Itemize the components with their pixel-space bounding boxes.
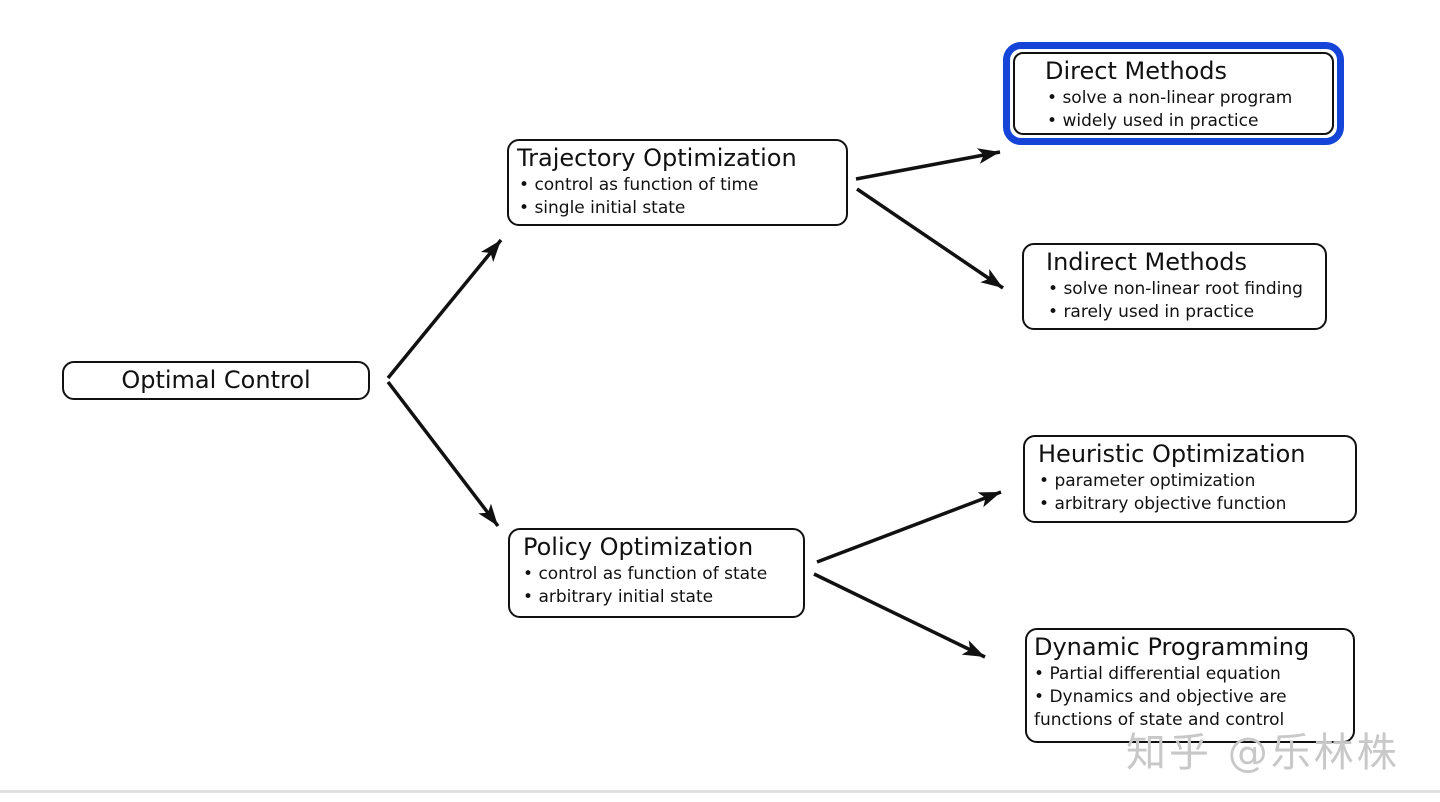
node-bullets: control as function of time single initi… — [509, 174, 846, 222]
node-bullets: parameter optimization arbitrary objecti… — [1025, 470, 1355, 518]
bullet-item: solve non-linear root finding — [1048, 278, 1319, 301]
bullet-item: single initial state — [519, 197, 840, 220]
node-title: Direct Methods — [1045, 57, 1228, 85]
bottom-divider — [0, 790, 1440, 793]
bullet-item: parameter optimization — [1039, 470, 1349, 493]
edge-trajectory-to-indirect — [856, 187, 1004, 290]
node-title: Optimal Control — [121, 366, 311, 394]
node-title: Trajectory Optimization — [517, 144, 797, 172]
node-title: Heuristic Optimization — [1038, 440, 1306, 468]
edge-trajectory-to-direct — [855, 148, 1001, 181]
bullet-item: Dynamics and objective are functions of … — [1034, 686, 1351, 732]
node-dynamic-programming: Dynamic Programming Partial differential… — [1025, 628, 1355, 743]
zhihu-watermark: 知乎 @乐林株 — [1126, 730, 1400, 776]
edge-policy-to-heuristic — [816, 490, 1002, 564]
bullet-item: Partial differential equation — [1034, 663, 1351, 686]
bullet-item: arbitrary initial state — [523, 586, 797, 609]
bullet-item: widely used in practice — [1047, 110, 1326, 133]
node-bullets: solve a non-linear program widely used i… — [1015, 87, 1332, 135]
node-indirect-methods: Indirect Methods solve non-linear root f… — [1022, 243, 1327, 330]
edge-optimal-to-trajectory — [386, 238, 503, 380]
node-bullets: solve non-linear root finding rarely use… — [1024, 278, 1325, 326]
node-policy-optimization: Policy Optimization control as function … — [508, 528, 805, 618]
node-title: Policy Optimization — [523, 533, 754, 561]
edge-optimal-to-policy — [386, 380, 500, 528]
bullet-item: control as function of time — [519, 174, 840, 197]
bullet-item: solve a non-linear program — [1047, 87, 1326, 110]
node-heuristic-optimization: Heuristic Optimization parameter optimiz… — [1023, 435, 1357, 523]
bullet-item: arbitrary objective function — [1039, 493, 1349, 516]
bullet-item: control as function of state — [523, 563, 797, 586]
bullet-item: rarely used in practice — [1048, 301, 1319, 324]
node-title: Dynamic Programming — [1034, 633, 1310, 661]
node-bullets: Partial differential equation Dynamics a… — [1027, 663, 1353, 734]
edge-policy-to-dynamic — [813, 572, 986, 659]
direct-methods-highlight-ring: Direct Methods solve a non-linear progra… — [1003, 42, 1344, 145]
node-trajectory-optimization: Trajectory Optimization control as funct… — [507, 139, 848, 226]
node-optimal-control: Optimal Control — [62, 361, 370, 400]
node-title: Indirect Methods — [1046, 248, 1248, 276]
node-direct-methods: Direct Methods solve a non-linear progra… — [1013, 52, 1334, 135]
node-bullets: control as function of state arbitrary i… — [510, 563, 803, 611]
